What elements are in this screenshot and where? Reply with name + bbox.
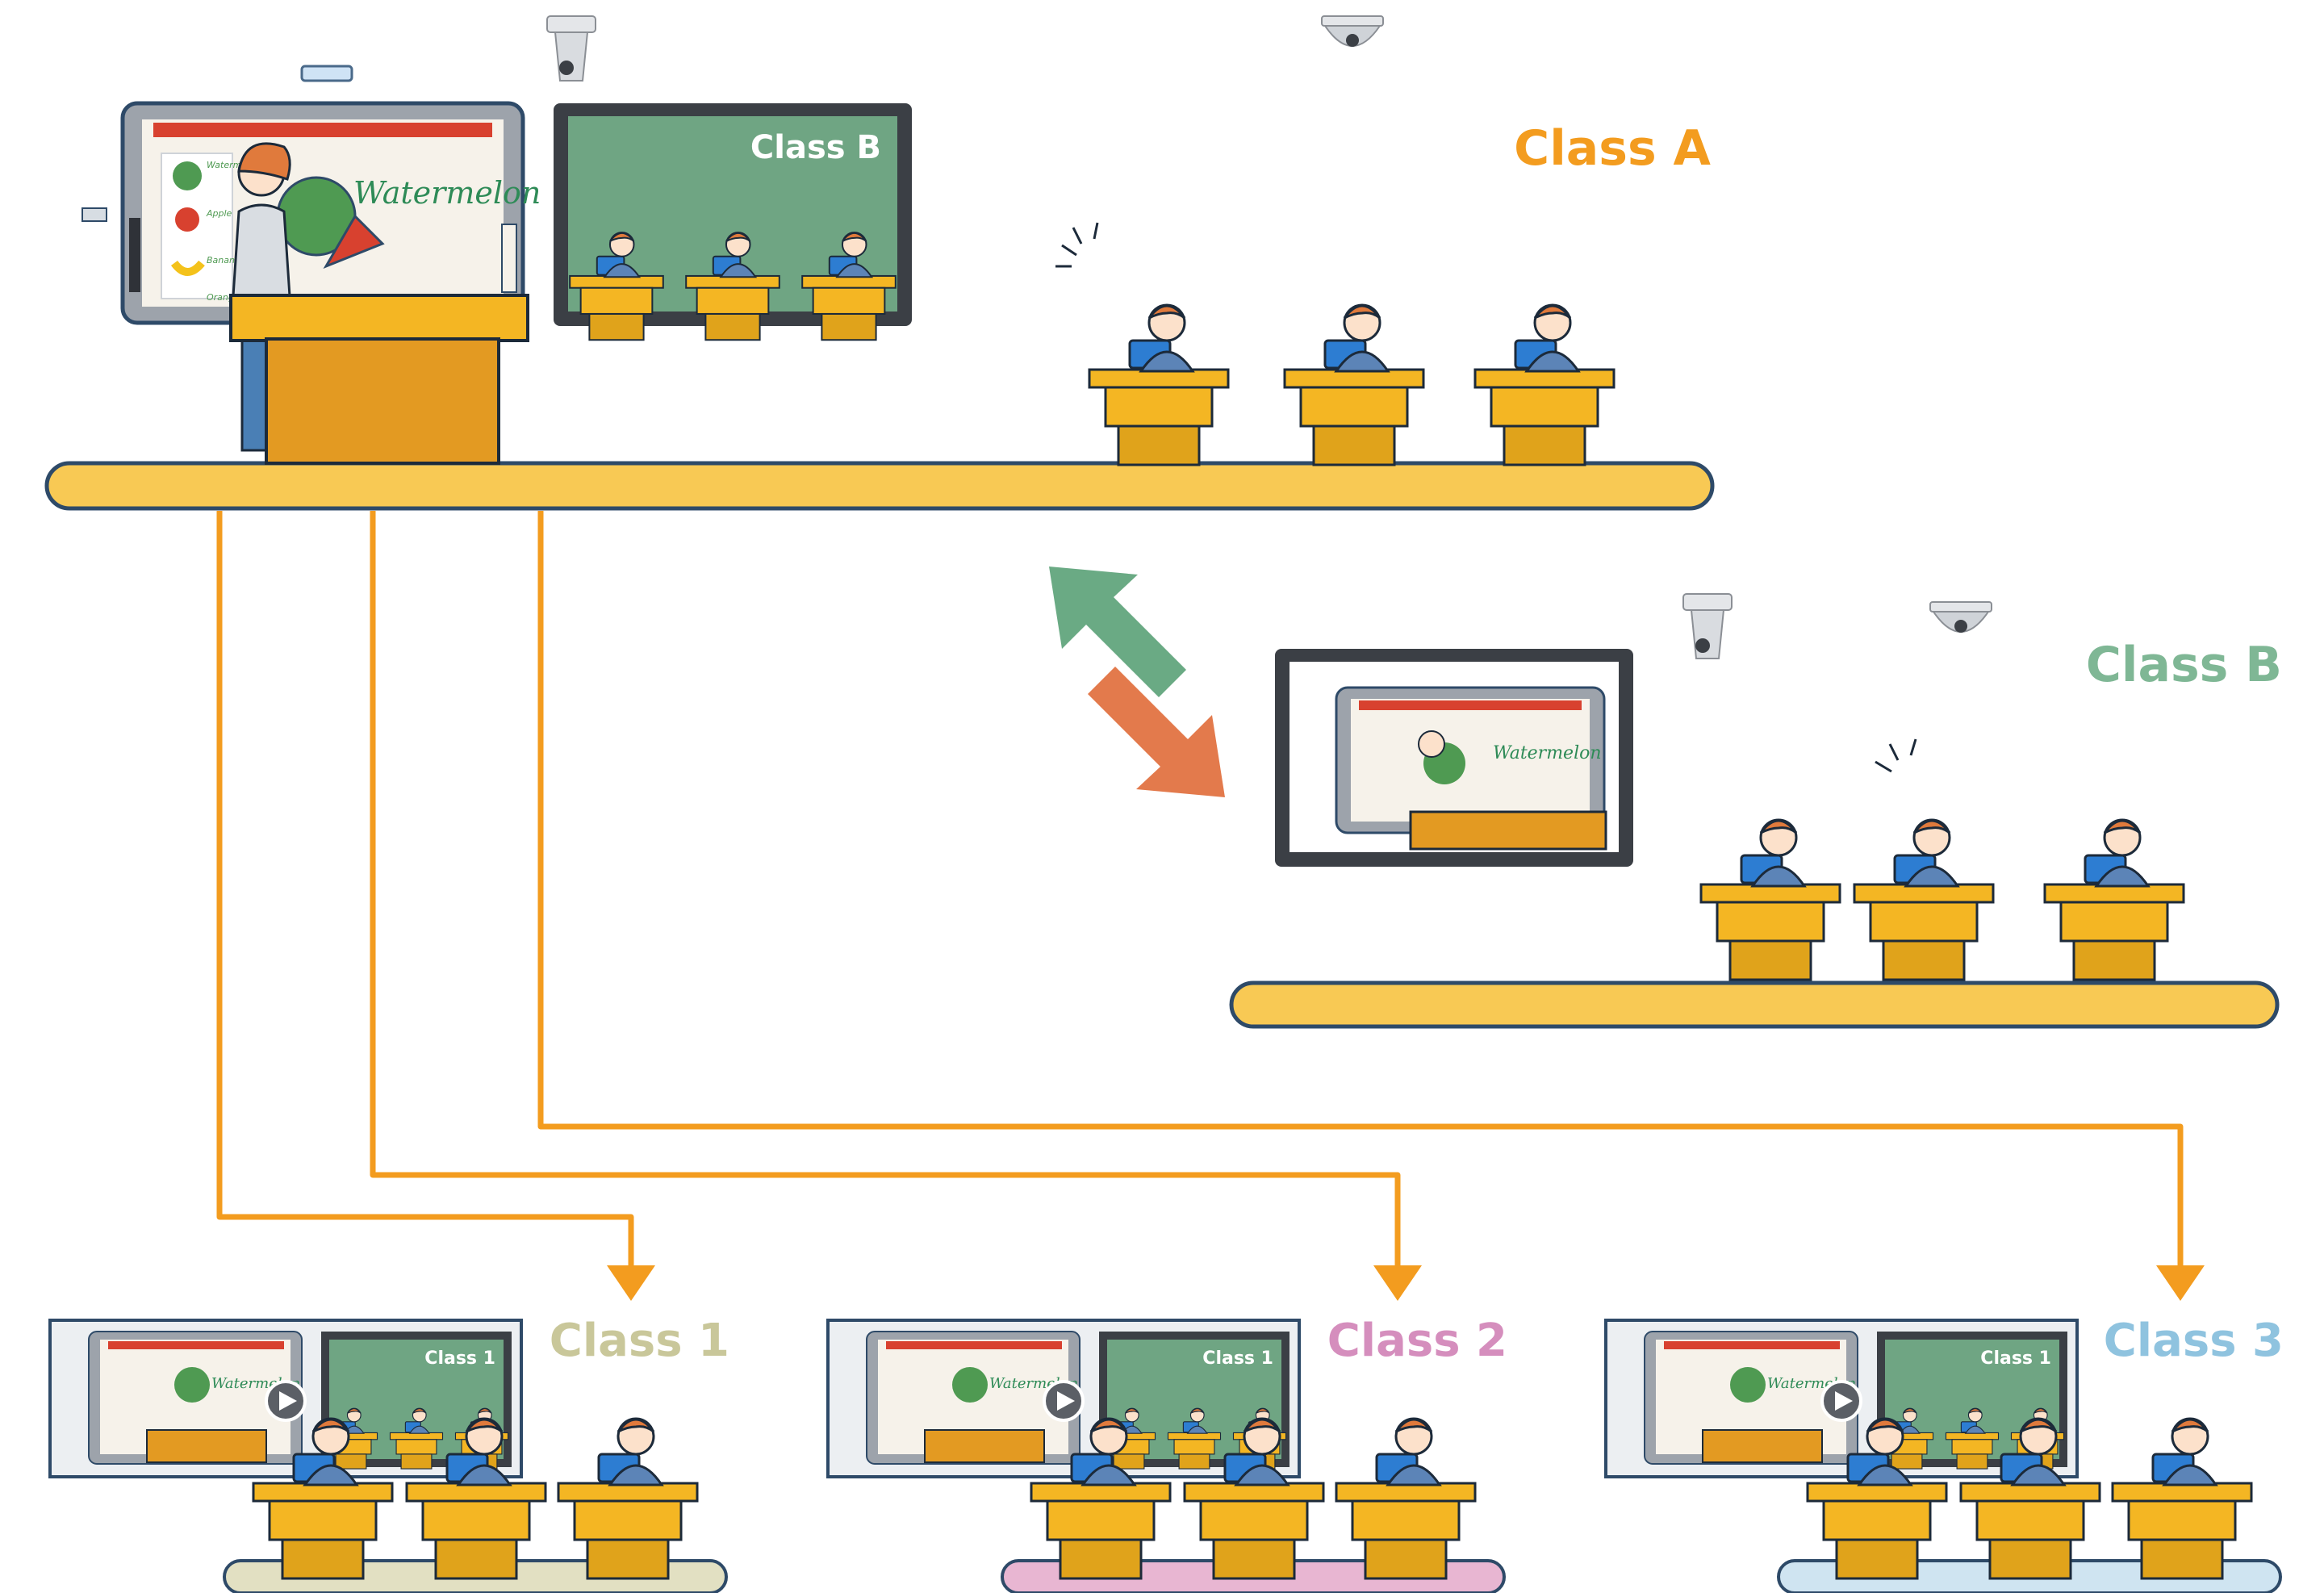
sync-arrows: [1049, 567, 1225, 797]
interactive-whiteboard: Watermelon Apple Banana Orange Watermelo…: [82, 65, 541, 325]
raised-hand-marks: [1875, 738, 1917, 773]
raised-hand-marks: [1055, 222, 1099, 268]
play-icon[interactable]: [1820, 1380, 1862, 1422]
remote-display-label: Class B: [750, 129, 881, 166]
class-2-students: [1030, 1417, 1477, 1580]
class-1-wall-screen: Watermelon Class 1: [48, 1319, 523, 1478]
class-3-label: Class 3: [2104, 1315, 2284, 1367]
class-b-students: [1699, 738, 2185, 981]
play-icon[interactable]: [265, 1380, 307, 1422]
class-3-screen-label: Class 1: [1980, 1348, 2051, 1369]
class-3-room: Watermelon Class 1 Class 3: [1604, 1315, 2284, 1593]
class-1-screen-label: Class 1: [424, 1348, 495, 1369]
class-2-room: Watermelon Class 1 Class 2: [826, 1315, 1507, 1593]
connector-arrowheads: [607, 1265, 2205, 1301]
dome-camera-icon: [1321, 15, 1384, 48]
class-a-room: Watermelon Apple Banana Orange Watermelo…: [44, 15, 1715, 511]
class-2-screen-label: Class 1: [1202, 1348, 1273, 1369]
class-2-label: Class 2: [1327, 1315, 1507, 1367]
class-b-label: Class B: [2086, 637, 2282, 693]
whiteboard-lesson-title: Watermelon: [353, 175, 541, 211]
class-a-label: Class A: [1514, 120, 1711, 177]
ptz-camera-icon: [1682, 593, 1733, 659]
connector-to-class-3: [537, 511, 2184, 1279]
podium: [229, 294, 529, 465]
arrow-down-icon: [1088, 667, 1225, 797]
connector-to-class-2: [370, 511, 1402, 1279]
dome-camera-icon: [1929, 601, 1992, 633]
arrow-up-icon: [1049, 567, 1186, 697]
class-3-students: [1806, 1417, 2253, 1580]
remote-class-display: Class B: [554, 103, 912, 340]
ptz-camera-icon: [546, 15, 596, 82]
fruit-label-banana: Banana: [207, 255, 240, 266]
class-b-room: Watermelon Class B: [1229, 593, 2282, 1029]
fruit-label-apple: Apple: [206, 208, 232, 219]
class-b-floor: [1229, 980, 2280, 1029]
class-1-room: Watermelon Class 1 Class 1: [48, 1315, 729, 1593]
class-b-display: Watermelon: [1275, 649, 1633, 867]
play-icon[interactable]: [1043, 1380, 1085, 1422]
class-2-wall-screen: Watermelon Class 1: [826, 1319, 1301, 1478]
class-1-students: [252, 1417, 699, 1580]
connector-lines: [216, 511, 2184, 1279]
class-1-label: Class 1: [550, 1315, 729, 1367]
connector-to-class-1: [216, 511, 635, 1279]
class-b-lesson-title: Watermelon: [1493, 743, 1602, 763]
class-a-floor: [44, 461, 1715, 511]
class-a-students: [1055, 222, 1616, 466]
